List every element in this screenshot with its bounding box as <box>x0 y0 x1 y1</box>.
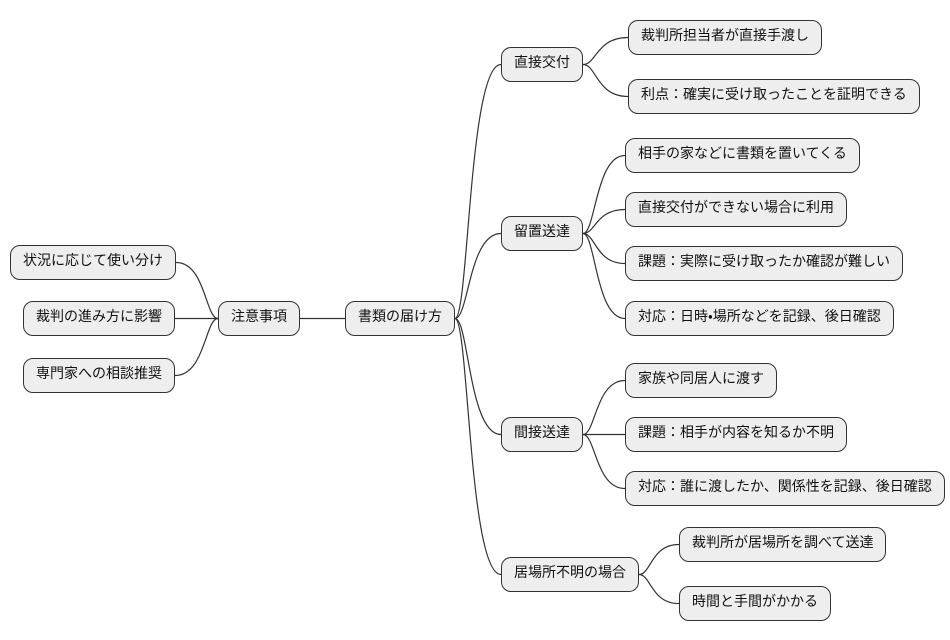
edge-connector <box>582 36 629 66</box>
edge-connector <box>454 317 502 436</box>
node-affects-trial-progress: 裁判の進み方に影響 <box>23 301 175 336</box>
edge-connector <box>174 317 219 377</box>
node-how-to-deliver-documents: 書類の届け方 <box>345 301 455 336</box>
edge-connector <box>454 232 502 320</box>
node-leave-documents-at-home: 相手の家などに書類を置いてくる <box>625 138 860 173</box>
node-hand-to-family-or-cohabitant: 家族や同居人に渡す <box>625 363 777 398</box>
edge-connector <box>582 433 626 490</box>
node-response-record-recipient-relation: 対応：誰に渡したか、関係性を記録、後日確認 <box>625 471 945 506</box>
edge-connector <box>638 543 680 576</box>
node-response-record-datetime-place: 対応：日時・場所などを記録、後日確認 <box>625 301 894 336</box>
node-cautions: 注意事項 <box>218 301 300 336</box>
node-issue-unknown-if-contents-known: 課題：相手が内容を知るか不明 <box>625 417 847 452</box>
node-use-depending-on-situation: 状況に応じて使い分け <box>10 245 176 280</box>
node-advantage-proof-of-receipt: 利点：確実に受け取ったことを証明できる <box>628 79 920 114</box>
node-issue-hard-to-confirm-receipt: 課題：実際に受け取ったか確認が難しい <box>625 246 903 281</box>
edge-connector <box>175 261 219 320</box>
node-takes-time-and-effort: 時間と手間がかかる <box>679 586 831 621</box>
node-used-when-direct-not-possible: 直接交付ができない場合に利用 <box>625 192 847 227</box>
edge-connector <box>582 208 626 235</box>
node-direct-delivery: 直接交付 <box>501 47 583 82</box>
edge-connector <box>454 317 502 576</box>
node-court-investigates-and-serves: 裁判所が居場所を調べて送達 <box>679 527 887 562</box>
node-service-by-deposit: 留置送達 <box>501 216 583 251</box>
edge-connector <box>582 379 626 436</box>
node-indirect-service: 間接送達 <box>501 417 583 452</box>
node-court-staff-hands-directly: 裁判所担当者が直接手渡し <box>628 20 822 55</box>
edge-connector <box>582 232 626 265</box>
edge-connector <box>582 63 629 98</box>
node-whereabouts-unknown-case: 居場所不明の場合 <box>501 557 639 592</box>
edge-connector <box>454 63 502 320</box>
node-expert-consultation-recommended: 専門家への相談推奨 <box>23 358 175 393</box>
edge-connector <box>582 232 626 320</box>
edge-connector <box>582 154 626 235</box>
edge-connector <box>638 573 680 605</box>
